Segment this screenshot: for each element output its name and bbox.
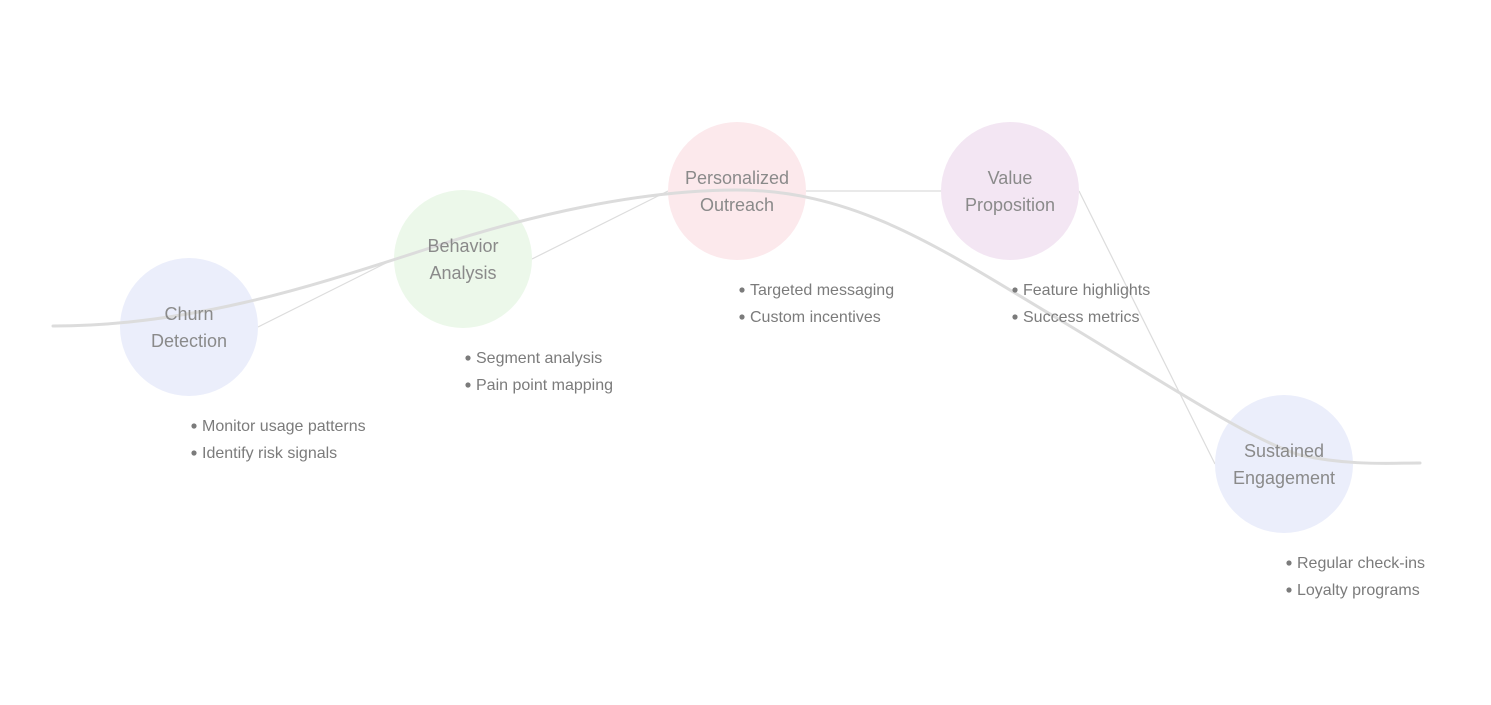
stage-nodes <box>120 122 1353 533</box>
stage-node-value-proposition <box>941 122 1079 260</box>
bullet-dot <box>465 382 471 388</box>
stage-title-line: Personalized <box>685 168 789 188</box>
stage-bullet-behavior-analysis: Segment analysis <box>476 350 602 367</box>
bullet-dot <box>1286 560 1292 566</box>
stage-bullet-personalized-outreach: Custom incentives <box>750 309 881 326</box>
stage-title-line: Engagement <box>1233 468 1335 488</box>
stage-title-line: Value <box>988 168 1033 188</box>
stage-title-line: Sustained <box>1244 441 1324 461</box>
stage-title-line: Detection <box>151 331 227 351</box>
stage-bullet-churn-detection: Identify risk signals <box>202 445 337 462</box>
stage-bullet-value-proposition: Feature highlights <box>1023 282 1150 299</box>
stage-bullet-sustained-engagement: Loyalty programs <box>1297 582 1420 599</box>
connector-churn-detection-to-behavior-analysis <box>257 258 395 328</box>
stage-title-line: Proposition <box>965 195 1055 215</box>
bullet-dot <box>1012 287 1018 293</box>
bullet-dot <box>739 287 745 293</box>
bullet-dot <box>739 314 745 320</box>
bullet-dot <box>465 355 471 361</box>
stage-bullet-churn-detection: Monitor usage patterns <box>202 418 366 435</box>
stage-title-line: Outreach <box>700 195 774 215</box>
stage-title-line: Analysis <box>429 263 496 283</box>
stage-bullet-personalized-outreach: Targeted messaging <box>750 282 894 299</box>
flow-curve <box>51 188 1422 465</box>
connector-lines <box>257 190 1216 465</box>
stage-bullet-behavior-analysis: Pain point mapping <box>476 377 613 394</box>
bullet-dot <box>1012 314 1018 320</box>
bullet-dot <box>191 423 197 429</box>
connector-value-proposition-to-sustained-engagement <box>1078 190 1216 465</box>
stage-bullet-value-proposition: Success metrics <box>1023 309 1139 326</box>
stage-node-behavior-analysis <box>394 190 532 328</box>
bullet-dot <box>191 450 197 456</box>
stage-title-line: Behavior <box>427 236 498 256</box>
stage-node-churn-detection <box>120 258 258 396</box>
stage-bullet-sustained-engagement: Regular check-ins <box>1297 555 1425 572</box>
bullet-dot <box>1286 587 1292 593</box>
connector-behavior-analysis-to-personalized-outreach <box>531 190 669 260</box>
stage-node-sustained-engagement <box>1215 395 1353 533</box>
stage-title-line: Churn <box>164 304 213 324</box>
